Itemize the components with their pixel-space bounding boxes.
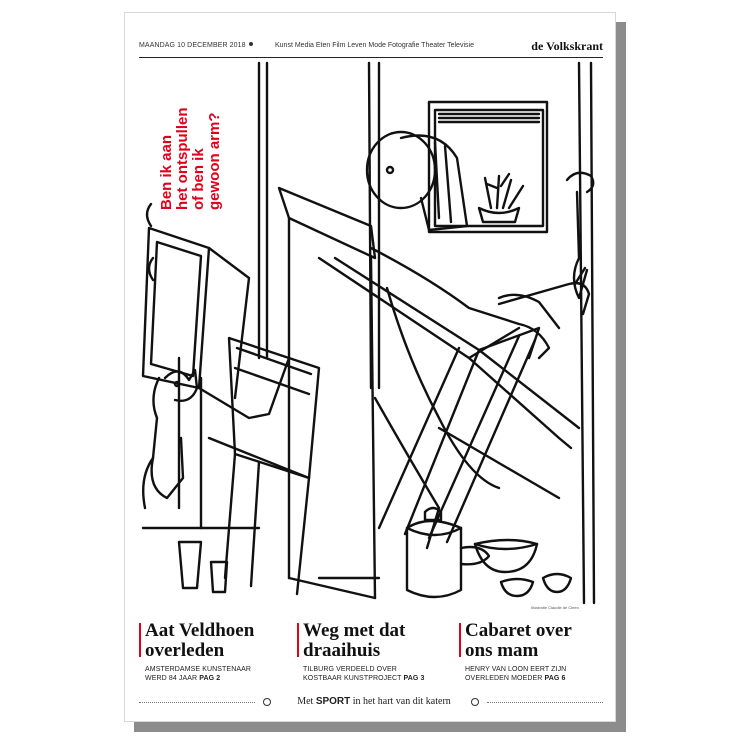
masthead: MAANDAG 10 DECEMBER 2018 Kunst Media Ete… [139,39,603,55]
teaser-title-line: Aat Veldhoen [145,620,255,641]
newspaper-page: MAANDAG 10 DECEMBER 2018 Kunst Media Ete… [124,12,616,722]
teaser-page-ref: PAG 6 [544,675,566,682]
red-headline: Ben ik aan het ontspullen of ben ik gewo… [158,100,223,211]
cover-illustration: Ben ik aan het ontspullen of ben ik gewo… [139,58,603,606]
teaser-title-line: Cabaret over [465,620,572,641]
football-icon [263,698,271,706]
teaser-accent-bar [297,623,299,657]
teaser-title-line: Weg met dat [303,620,406,641]
teaser-title-line: ons mam [465,640,539,661]
red-headline-line: Ben ik aan [158,134,175,210]
line-drawing [141,61,596,605]
teaser-subtitle: TILBURG VERDEELD OVER KOSTBAAR KUNSTPROJ… [303,665,453,683]
issue-date: MAANDAG 10 DECEMBER 2018 [139,42,253,49]
teaser-accent-bar [459,623,461,657]
teaser-subtitle-line: OVERLEDEN MOEDER [465,675,543,682]
footer-text: Met SPORT in het hart van dit katern [279,696,469,707]
footer-prefix: Met [297,696,314,707]
teaser-page-ref: PAG 2 [199,675,221,682]
sport-footer: Met SPORT in het hart van dit katern [139,695,603,711]
red-headline-line: of ben ik [190,148,207,210]
red-headline-line: gewoon arm? [206,112,223,210]
teaser-cabaret[interactable]: Cabaret over ons mam HENRY VAN LOON EERT… [459,621,609,691]
teaser-row: Aat Veldhoen overleden AMSTERDAMSE KUNST… [139,621,603,691]
teaser-accent-bar [139,623,141,657]
teaser-subtitle-line: KOSTBAAR KUNSTPROJECT [303,675,402,682]
section-list: Kunst Media Eten Film Leven Mode Fotogra… [275,42,474,49]
football-icon [471,698,479,706]
teaser-title: Weg met dat draaihuis [303,621,451,661]
footer-suffix: in het hart van dit katern [352,696,451,707]
teaser-subtitle-line: AMSTERDAMSE KUNSTENAAR [145,666,252,673]
teaser-title: Aat Veldhoen overleden [145,621,293,661]
red-headline-line: het ontspullen [174,107,191,211]
teaser-title-line: draaihuis [303,640,381,661]
teaser-draaihuis[interactable]: Weg met dat draaihuis TILBURG VERDEELD O… [297,621,447,691]
newspaper-logo: de Volkskrant [531,39,603,53]
teaser-page-ref: PAG 3 [403,675,425,682]
teaser-veldhoen[interactable]: Aat Veldhoen overleden AMSTERDAMSE KUNST… [139,621,289,691]
teaser-subtitle-line: WERD 84 JAAR [145,675,198,682]
masthead-rule [139,57,603,58]
teaser-subtitle: AMSTERDAMSE KUNSTENAAR WERD 84 JAAR PAG … [145,665,295,683]
bullet-icon [248,42,253,46]
footer-divider [139,702,255,703]
footer-sport: SPORT [315,696,351,707]
teaser-subtitle-line: TILBURG VERDEELD OVER [303,666,397,673]
teaser-title-line: overleden [145,640,225,661]
teaser-subtitle-line: HENRY VAN LOON EERT ZIJN [465,666,567,673]
teaser-subtitle: HENRY VAN LOON EERT ZIJN OVERLEDEN MOEDE… [465,665,615,683]
teaser-title: Cabaret over ons mam [465,621,613,661]
illustration-credit: Illustratie Claudie de Cleen [531,605,579,610]
footer-divider [487,702,603,703]
